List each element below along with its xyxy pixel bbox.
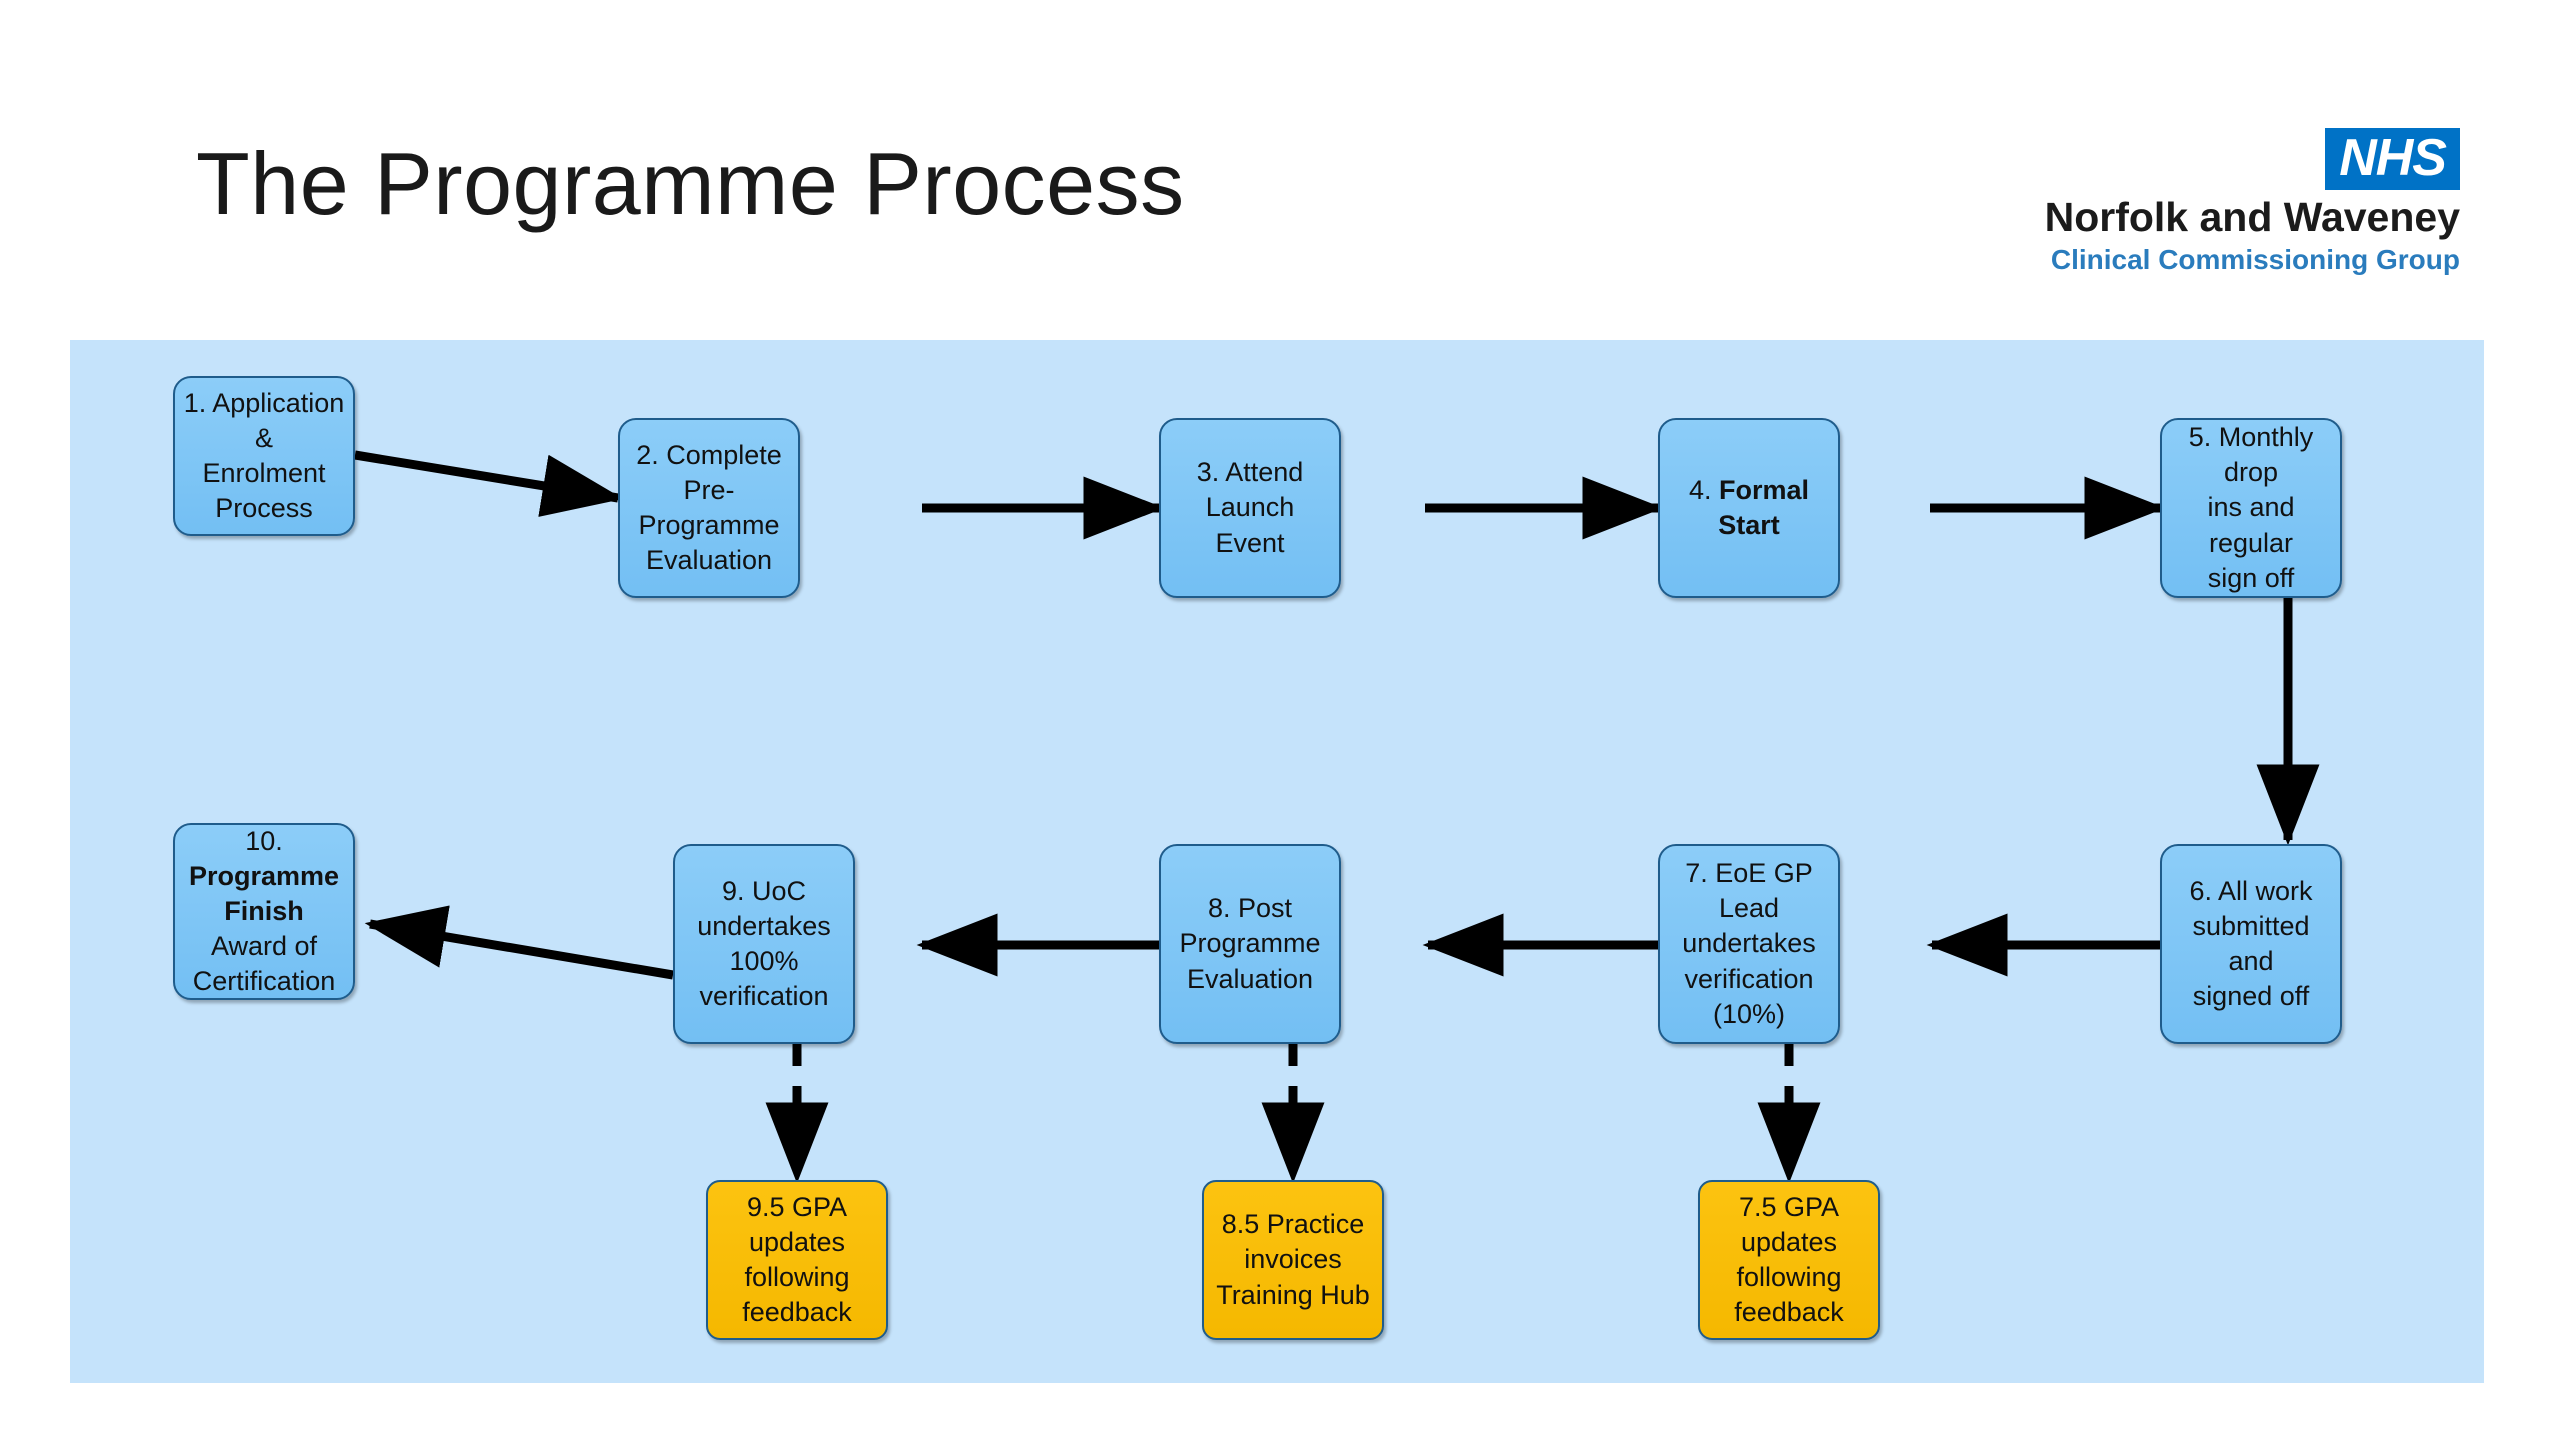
flow-node-4[interactable]: 4. Formal Start xyxy=(1658,418,1840,598)
nhs-badge: NHS xyxy=(2325,128,2460,190)
edge-n9-n10 xyxy=(364,905,674,980)
nhs-organisation-name: Norfolk and Waveney xyxy=(2044,194,2460,240)
flow-node-label: 4. Formal Start xyxy=(1688,474,1810,540)
page-title: The Programme Process xyxy=(196,134,1185,233)
nhs-subtitle: Clinical Commissioning Group xyxy=(2050,244,2460,276)
edge-n1-n2 xyxy=(354,450,624,517)
nhs-logo: NHS Norfolk and Waveney Clinical Commiss… xyxy=(1940,128,2460,277)
